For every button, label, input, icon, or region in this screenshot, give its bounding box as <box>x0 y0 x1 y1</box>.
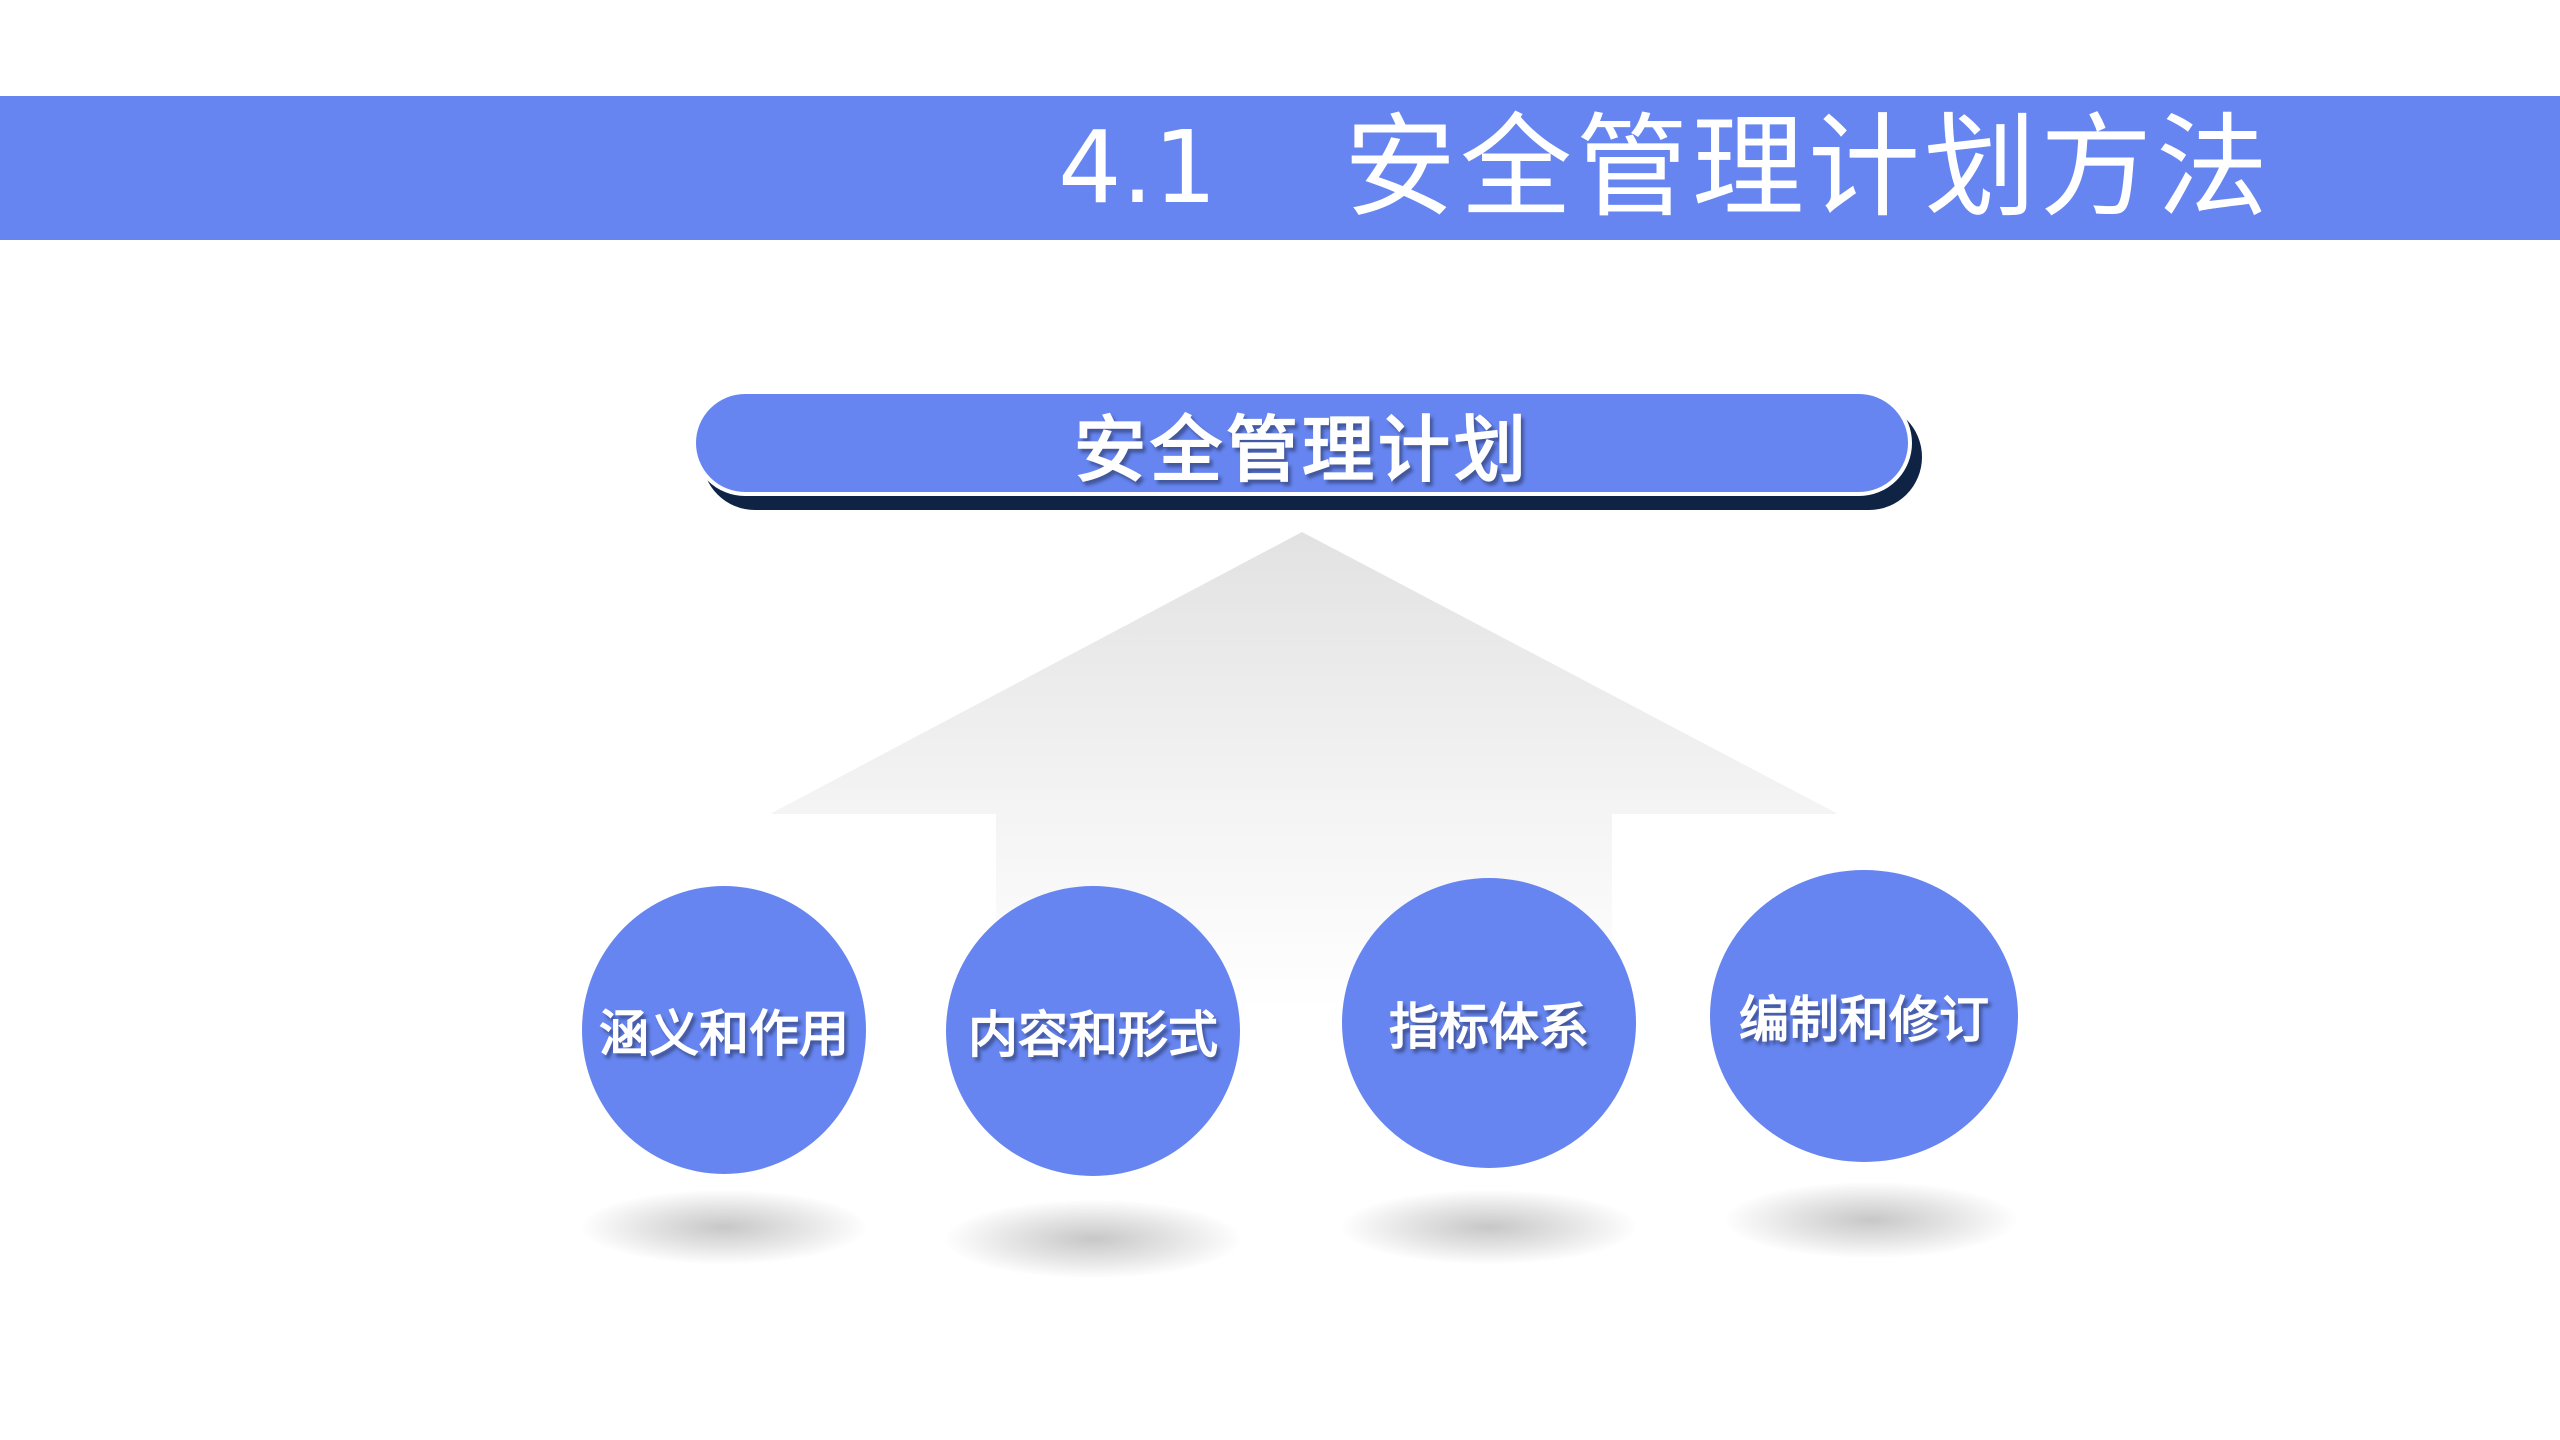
node-compilation-and-revision: 编制和修订 <box>1710 870 2018 1162</box>
node-content-and-form: 内容和形式 <box>946 886 1240 1176</box>
node-label: 指标体系 <box>1389 998 1589 1056</box>
plan-pill-label: 安全管理计划 <box>1073 407 1530 492</box>
node-shadow <box>582 1190 866 1264</box>
node-label: 涵义和作用 <box>599 1005 849 1063</box>
node-indicator-system: 指标体系 <box>1342 878 1636 1168</box>
node-meaning-and-role: 涵义和作用 <box>582 886 866 1174</box>
section-title: 安全管理计划方法 <box>1344 103 2272 233</box>
node-shadow <box>1726 1182 2016 1258</box>
node-shadow <box>946 1200 1240 1278</box>
title-band <box>0 96 2560 240</box>
node-label: 内容和形式 <box>968 1006 1218 1064</box>
node-label: 编制和修订 <box>1739 991 1989 1049</box>
section-number: 4.1 <box>1058 109 1218 226</box>
node-shadow <box>1342 1190 1636 1264</box>
plan-pill: 安全管理计划 <box>692 390 1912 496</box>
